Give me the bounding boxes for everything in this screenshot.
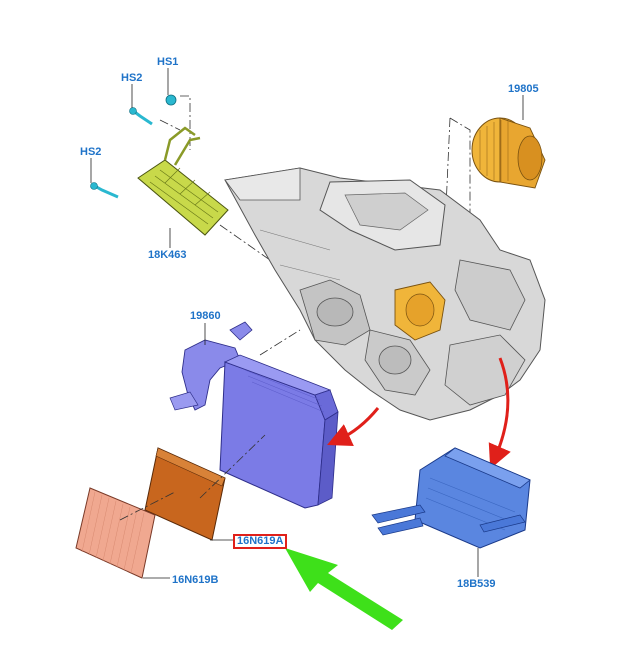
heater-core-18b539: [371, 447, 531, 549]
fastener-hs1: [165, 94, 177, 106]
cabin-filter-16n619a: [144, 447, 226, 541]
blower-motor-19805: [471, 117, 546, 189]
label-leaders: [90, 68, 524, 579]
label-hs1: HS1: [157, 56, 179, 68]
label-19860: 19860: [190, 310, 221, 322]
label-18k463: 18K463: [148, 249, 187, 261]
fastener-hs2-top: [129, 107, 153, 126]
label-18b539: 18B539: [457, 578, 496, 590]
cabin-filter-16n619b: [75, 487, 156, 579]
label-hs2-left: HS2: [80, 146, 102, 158]
explode-lines: [119, 434, 266, 521]
installed-blower: [394, 281, 446, 341]
evaporator-core-19860: [169, 321, 339, 509]
fastener-hs2-left: [90, 182, 119, 199]
label-19805: 19805: [508, 83, 539, 95]
blower-resistor-18k463: [137, 126, 229, 236]
hvac-housing: [224, 167, 546, 421]
label-16n619b: 16N619B: [172, 574, 219, 586]
callout-arrow-evaporator: [327, 407, 380, 446]
callout-arrow-heater-core: [488, 357, 511, 470]
label-hs2-top: HS2: [121, 72, 143, 84]
label-16n619a: 16N619A: [233, 534, 288, 549]
pointer-arrow: [285, 548, 403, 630]
